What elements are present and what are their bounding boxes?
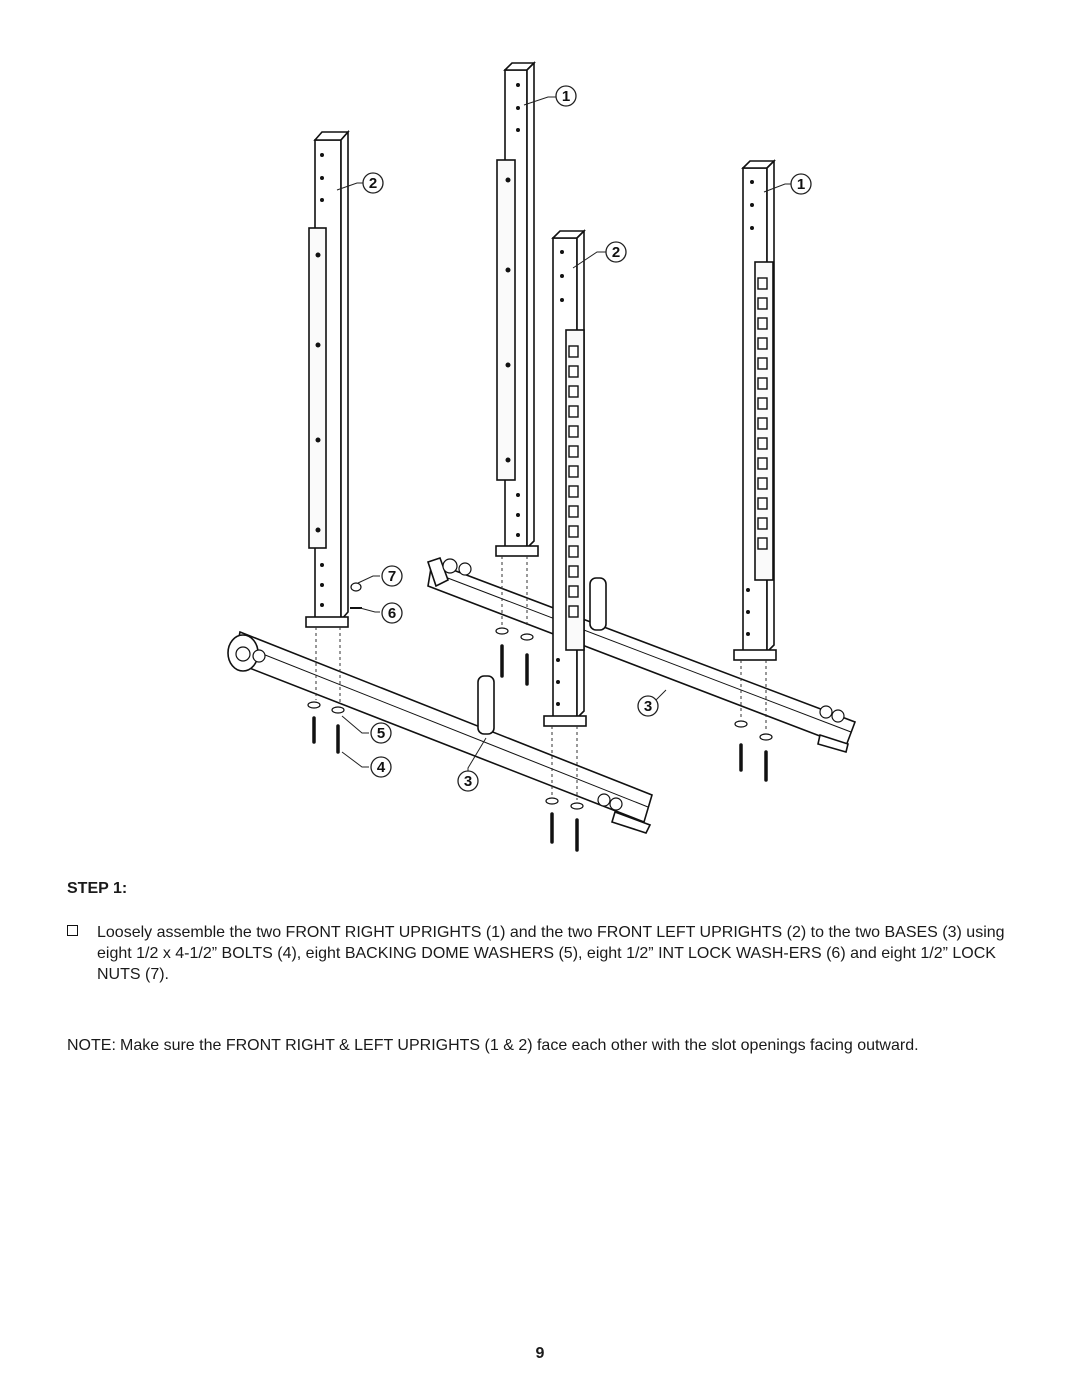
step-instruction: Loosely assemble the two FRONT RIGHT UPR… (67, 922, 1027, 985)
callout-5: 5 (370, 722, 392, 744)
front-left-upright-b (543, 229, 587, 727)
svg-text:7: 7 (388, 568, 396, 585)
svg-text:3: 3 (464, 773, 472, 790)
step-note: NOTE: Make sure the FRONT RIGHT & LEFT U… (67, 1035, 1027, 1056)
note-label: NOTE: (67, 1037, 116, 1054)
lock-nut (350, 582, 362, 592)
callout-2-left: 2 (362, 172, 384, 194)
note-text: Make sure the FRONT RIGHT & LEFT UPRIGHT… (120, 1037, 919, 1054)
svg-text:2: 2 (369, 175, 377, 192)
callout-4: 4 (370, 756, 392, 778)
checkbox-bullet-icon (67, 925, 78, 936)
callout-1-center: 1 (555, 85, 577, 107)
svg-text:4: 4 (377, 759, 386, 776)
callout-3-front: 3 (457, 770, 479, 792)
svg-text:1: 1 (562, 88, 570, 105)
hardware (307, 582, 773, 852)
front-right-upright-a (495, 61, 539, 557)
svg-text:6: 6 (388, 605, 396, 622)
step-title: STEP 1: (67, 880, 128, 897)
svg-text:2: 2 (612, 244, 620, 261)
instruction-text: Loosely assemble the two FRONT RIGHT UPR… (97, 924, 1005, 983)
front-left-upright-a (305, 129, 350, 628)
assembly-diagram: 1 2 1 2 7 6 3 5 4 3 (227, 61, 857, 852)
svg-text:3: 3 (644, 698, 652, 715)
callout-2-center: 2 (605, 241, 627, 263)
alignment-lines (315, 556, 767, 800)
page-number: 9 (535, 1345, 545, 1362)
callout-7: 7 (381, 565, 403, 587)
callout-6: 6 (381, 602, 403, 624)
svg-text:5: 5 (377, 725, 385, 742)
base-back (426, 556, 857, 753)
front-right-upright-b (733, 159, 777, 661)
callout-1-right: 1 (790, 173, 812, 195)
svg-text:1: 1 (797, 176, 805, 193)
base-front (227, 630, 653, 834)
callout-3-back: 3 (637, 695, 659, 717)
